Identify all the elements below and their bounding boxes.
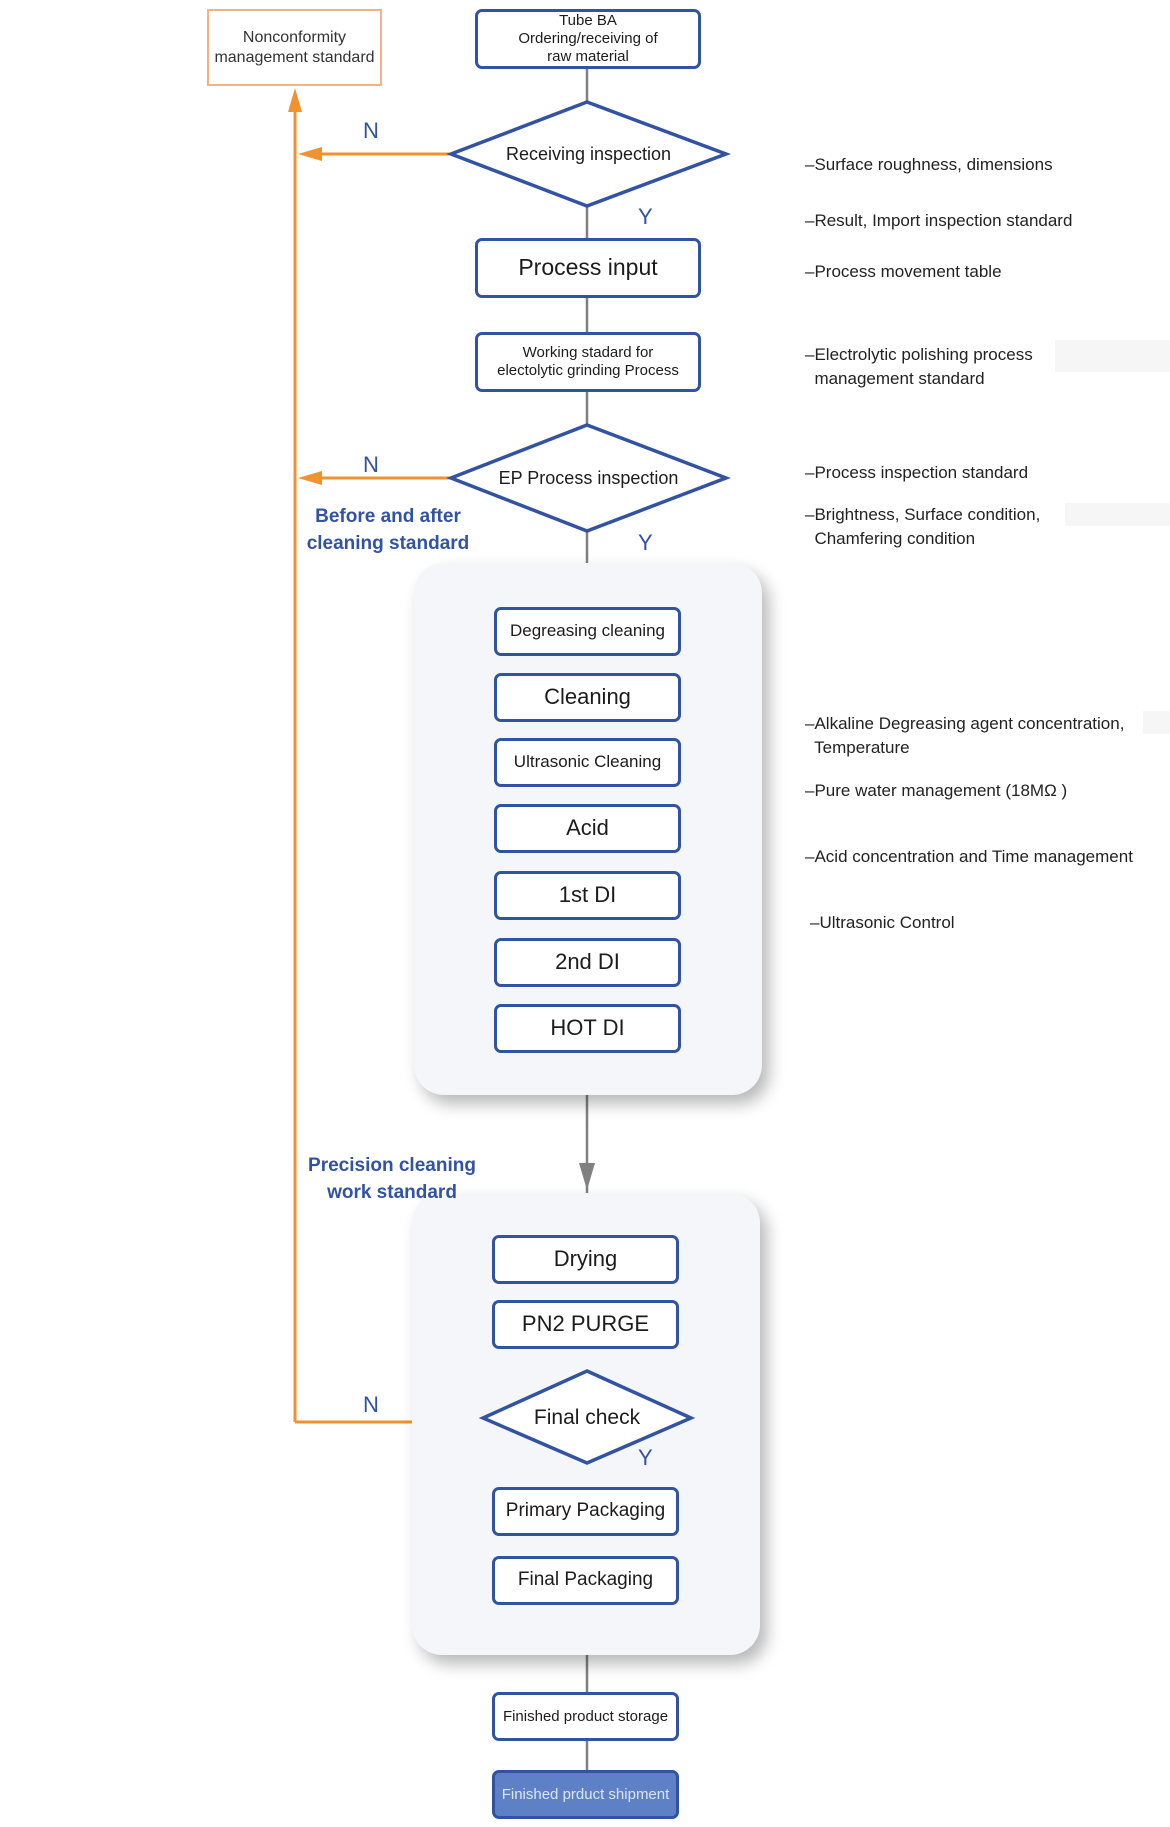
no-branch-label: N xyxy=(363,1392,379,1417)
note-highlight xyxy=(1055,340,1170,372)
final-packaging-label: Final Packaging xyxy=(517,1569,654,1591)
final-check-diamond xyxy=(478,1369,696,1465)
down-arrow-icon xyxy=(579,1163,595,1190)
tube-label: Tube BA Ordering/receiving of raw materi… xyxy=(518,12,658,65)
ultrasonic-box: Ultrasonic Cleaning xyxy=(494,738,681,787)
receiving-inspection-label: Receiving inspection xyxy=(505,143,672,164)
no-branch-label: N xyxy=(363,452,379,477)
final-check-label: Final check xyxy=(533,1406,641,1429)
up-arrow-icon xyxy=(288,88,302,112)
note-acid-concentration: –Acid concentration and Time management xyxy=(805,847,1133,866)
pn2-purge-box: PN2 PURGE xyxy=(492,1300,679,1349)
acid-label: Acid xyxy=(566,815,609,841)
left-arrow-icon xyxy=(298,471,322,485)
shipment-box: Finished prduct shipment xyxy=(492,1770,679,1819)
ultrasonic-label: Ultrasonic Cleaning xyxy=(513,752,662,772)
receiving-diamond xyxy=(446,100,731,208)
working-standard-label: Working stadard for electolytic grinding… xyxy=(497,344,679,379)
ep-inspection-label: EP Process inspection xyxy=(498,467,679,488)
note-import-inspection: –Result, Import inspection standard xyxy=(805,211,1073,230)
nonconformity-box: Nonconformity management standard xyxy=(207,9,382,86)
note-ultrasonic-control: –Ultrasonic Control xyxy=(810,913,955,932)
first-di-label: 1st DI xyxy=(558,882,617,908)
yes-branch-label: Y xyxy=(638,1445,653,1470)
ep-diamond xyxy=(446,423,731,533)
drying-label: Drying xyxy=(553,1246,618,1272)
process-input-label: Process input xyxy=(518,254,658,281)
drying-box: Drying xyxy=(492,1235,679,1284)
note-highlight xyxy=(1143,711,1170,734)
hot-di-label: HOT DI xyxy=(550,1015,625,1041)
no-branch-label: N xyxy=(363,118,379,143)
hot-di-box: HOT DI xyxy=(494,1004,681,1053)
storage-box: Finished product storage xyxy=(492,1692,679,1741)
second-di-box: 2nd DI xyxy=(494,938,681,987)
primary-packaging-box: Primary Packaging xyxy=(492,1487,679,1536)
storage-label: Finished product storage xyxy=(502,1707,669,1725)
cleaning-label: Cleaning xyxy=(544,684,631,710)
note-alkaline-degreasing: –Alkaline Degreasing agent concentration… xyxy=(805,714,1125,757)
note-highlight xyxy=(1065,503,1170,526)
nonconformity-label: Nonconformity management standard xyxy=(214,29,375,66)
degreasing-label: Degreasing cleaning xyxy=(510,621,665,641)
degreasing-box: Degreasing cleaning xyxy=(494,607,681,656)
shipment-label: Finished prduct shipment xyxy=(501,1785,670,1803)
note-brightness: –Brightness, Surface condition, Chamferi… xyxy=(805,505,1041,548)
working-standard-box: Working stadard for electolytic grinding… xyxy=(475,332,701,392)
tube-box: Tube BA Ordering/receiving of raw materi… xyxy=(475,9,701,69)
note-electrolytic-polishing: –Electrolytic polishing process manageme… xyxy=(805,345,1033,388)
cleaning-box: Cleaning xyxy=(494,673,681,722)
first-di-box: 1st DI xyxy=(494,871,681,920)
process-input-box: Process input xyxy=(475,238,701,298)
before-after-cleaning-label: Before and after cleaning standard xyxy=(306,506,470,554)
primary-packaging-label: Primary Packaging xyxy=(505,1500,666,1522)
note-surface-roughness: –Surface roughness, dimensions xyxy=(805,155,1053,174)
pn2-purge-label: PN2 PURGE xyxy=(521,1311,650,1337)
second-di-label: 2nd DI xyxy=(555,949,620,975)
yes-branch-label: Y xyxy=(638,530,653,555)
yes-branch-label: Y xyxy=(638,204,653,229)
precision-cleaning-label: Precision cleaning work standard xyxy=(308,1155,476,1203)
note-process-inspection: –Process inspection standard xyxy=(805,463,1029,482)
note-pure-water: –Pure water management (18MΩ ) xyxy=(805,781,1068,800)
note-process-movement: –Process movement table xyxy=(805,262,1002,281)
left-arrow-icon xyxy=(298,147,322,161)
acid-box: Acid xyxy=(494,804,681,853)
final-packaging-box: Final Packaging xyxy=(492,1556,679,1605)
